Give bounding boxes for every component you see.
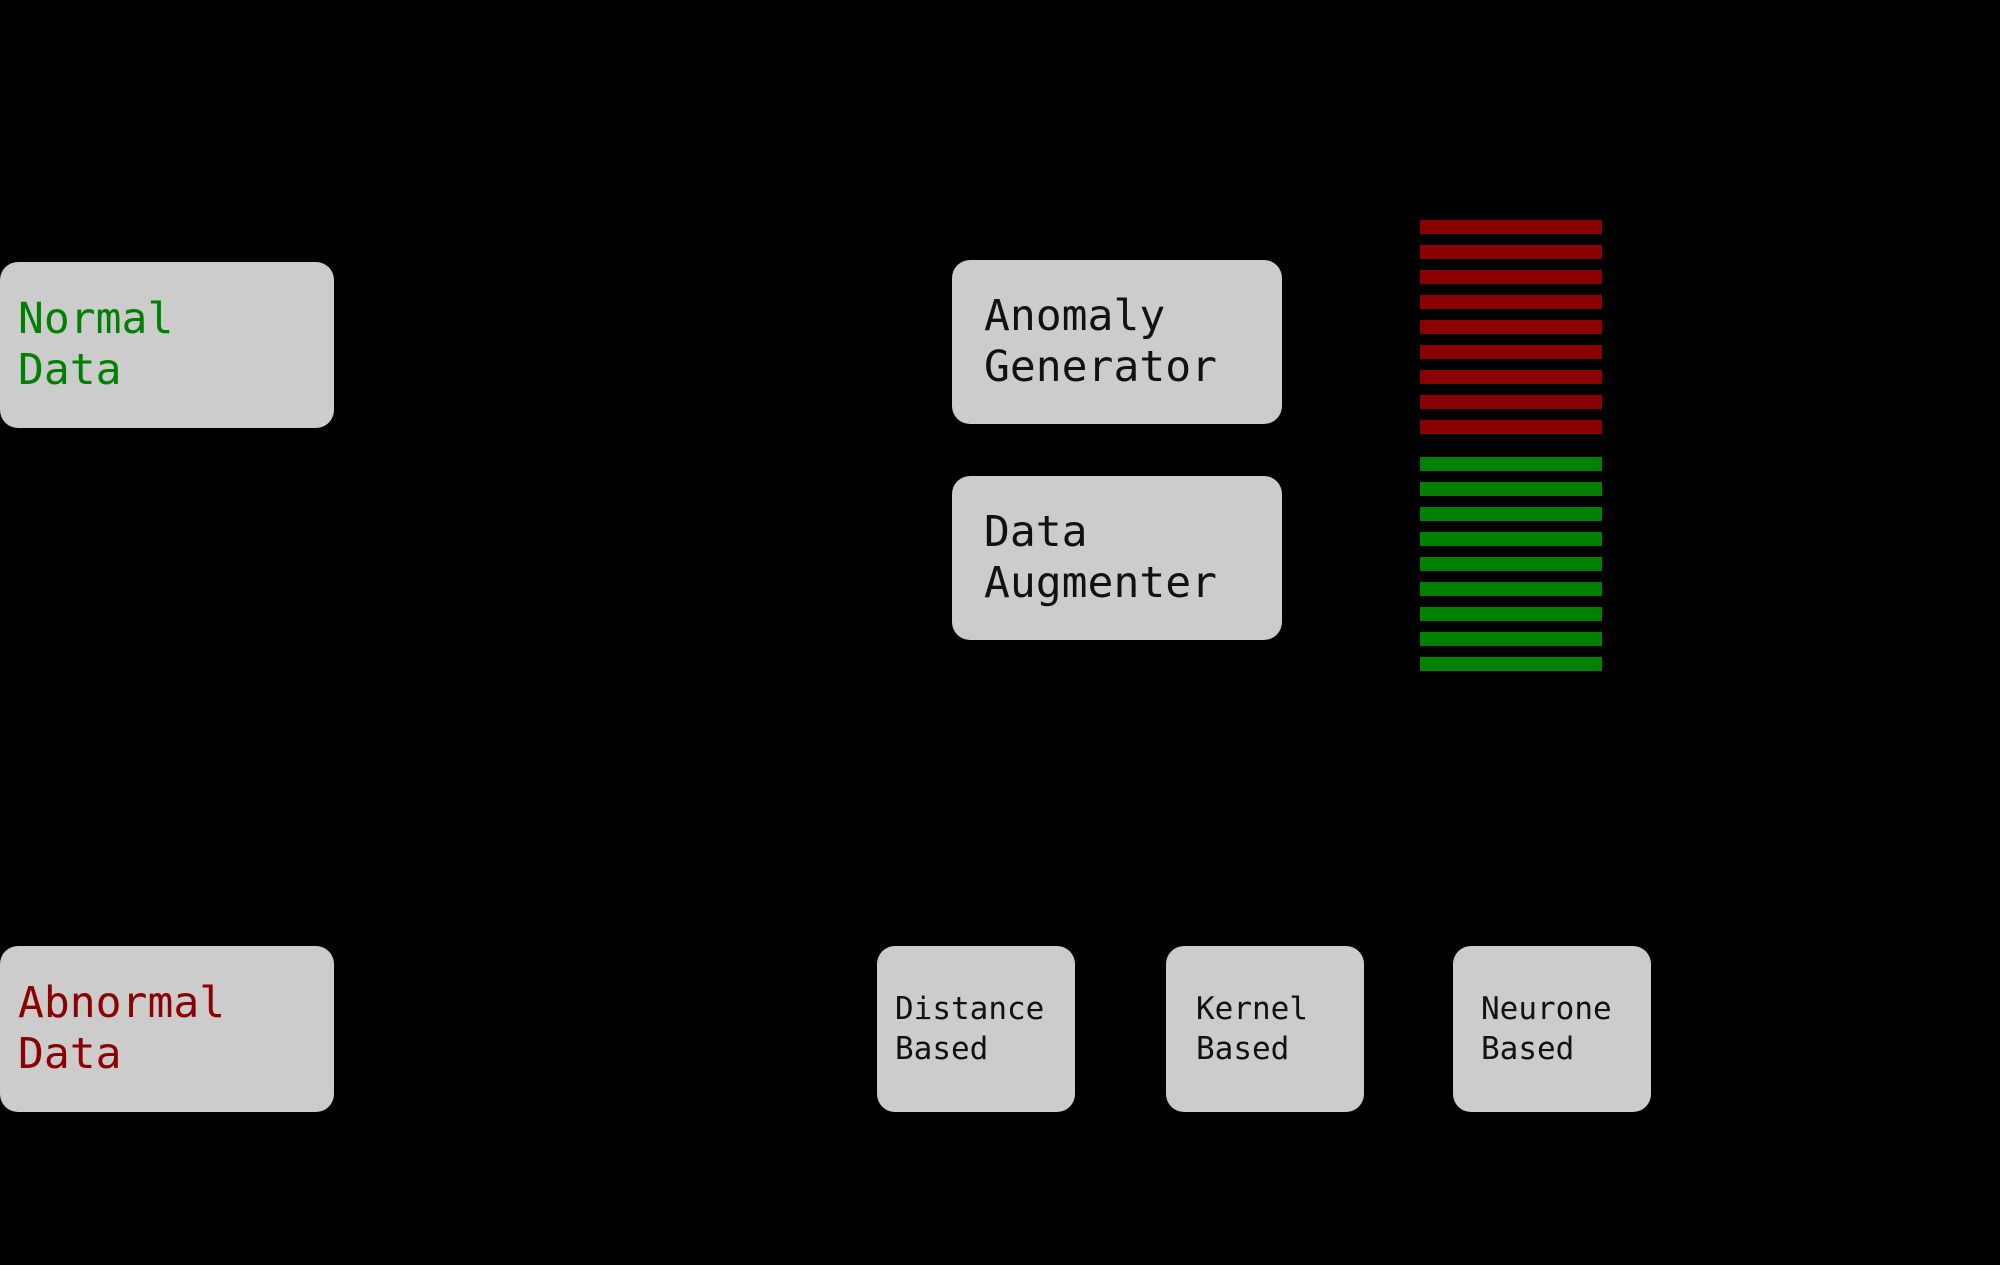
node-neurone-based[interactable]: Neurone Based: [1453, 946, 1651, 1112]
stripe-abnormal: [1420, 245, 1602, 259]
stripe-normal: [1420, 507, 1602, 521]
stripe-abnormal: [1420, 320, 1602, 334]
stripe-normal: [1420, 457, 1602, 471]
node-anomaly-generator-line1: Anomaly: [984, 291, 1166, 342]
stripe-normal: [1420, 607, 1602, 621]
stripe-abnormal: [1420, 345, 1602, 359]
node-distance-based-line2: Based: [895, 1031, 989, 1067]
node-kernel-based-line1: Kernel: [1196, 990, 1308, 1027]
stripe-abnormal: [1420, 420, 1602, 434]
stripe-abnormal: [1420, 395, 1602, 409]
stripe-abnormal: [1420, 220, 1602, 234]
stripe-normal: [1420, 557, 1602, 571]
node-abnormal-data-line1: Abnormal: [18, 978, 226, 1029]
node-abnormal-data-line2: Data: [18, 1029, 122, 1079]
node-normal-data-line1: Normal: [18, 294, 174, 345]
node-kernel-based[interactable]: Kernel Based: [1166, 946, 1364, 1112]
stripe-abnormal: [1420, 295, 1602, 309]
node-data-augmenter-line1: Data: [984, 507, 1088, 558]
node-distance-based-line1: Distance: [895, 990, 1045, 1027]
stripe-normal: [1420, 532, 1602, 546]
node-data-augmenter[interactable]: Data Augmenter: [952, 476, 1282, 640]
node-neurone-based-line1: Neurone: [1481, 990, 1612, 1027]
node-anomaly-generator[interactable]: Anomaly Generator: [952, 260, 1282, 424]
node-neurone-based-line2: Based: [1481, 1031, 1575, 1067]
stripe-abnormal: [1420, 370, 1602, 384]
sample-stack: [1420, 220, 1602, 676]
node-kernel-based-line2: Based: [1196, 1031, 1290, 1067]
stripe-normal: [1420, 632, 1602, 646]
stripe-normal: [1420, 657, 1602, 671]
node-distance-based[interactable]: Distance Based: [877, 946, 1075, 1112]
stripe-normal: [1420, 482, 1602, 496]
stripe-abnormal: [1420, 270, 1602, 284]
node-abnormal-data[interactable]: Abnormal Data: [0, 946, 334, 1112]
node-data-augmenter-line2: Augmenter: [984, 558, 1217, 608]
node-normal-data-line2: Data: [18, 345, 122, 395]
node-anomaly-generator-line2: Generator: [984, 342, 1217, 392]
stripe-normal: [1420, 582, 1602, 596]
node-normal-data[interactable]: Normal Data: [0, 262, 334, 428]
